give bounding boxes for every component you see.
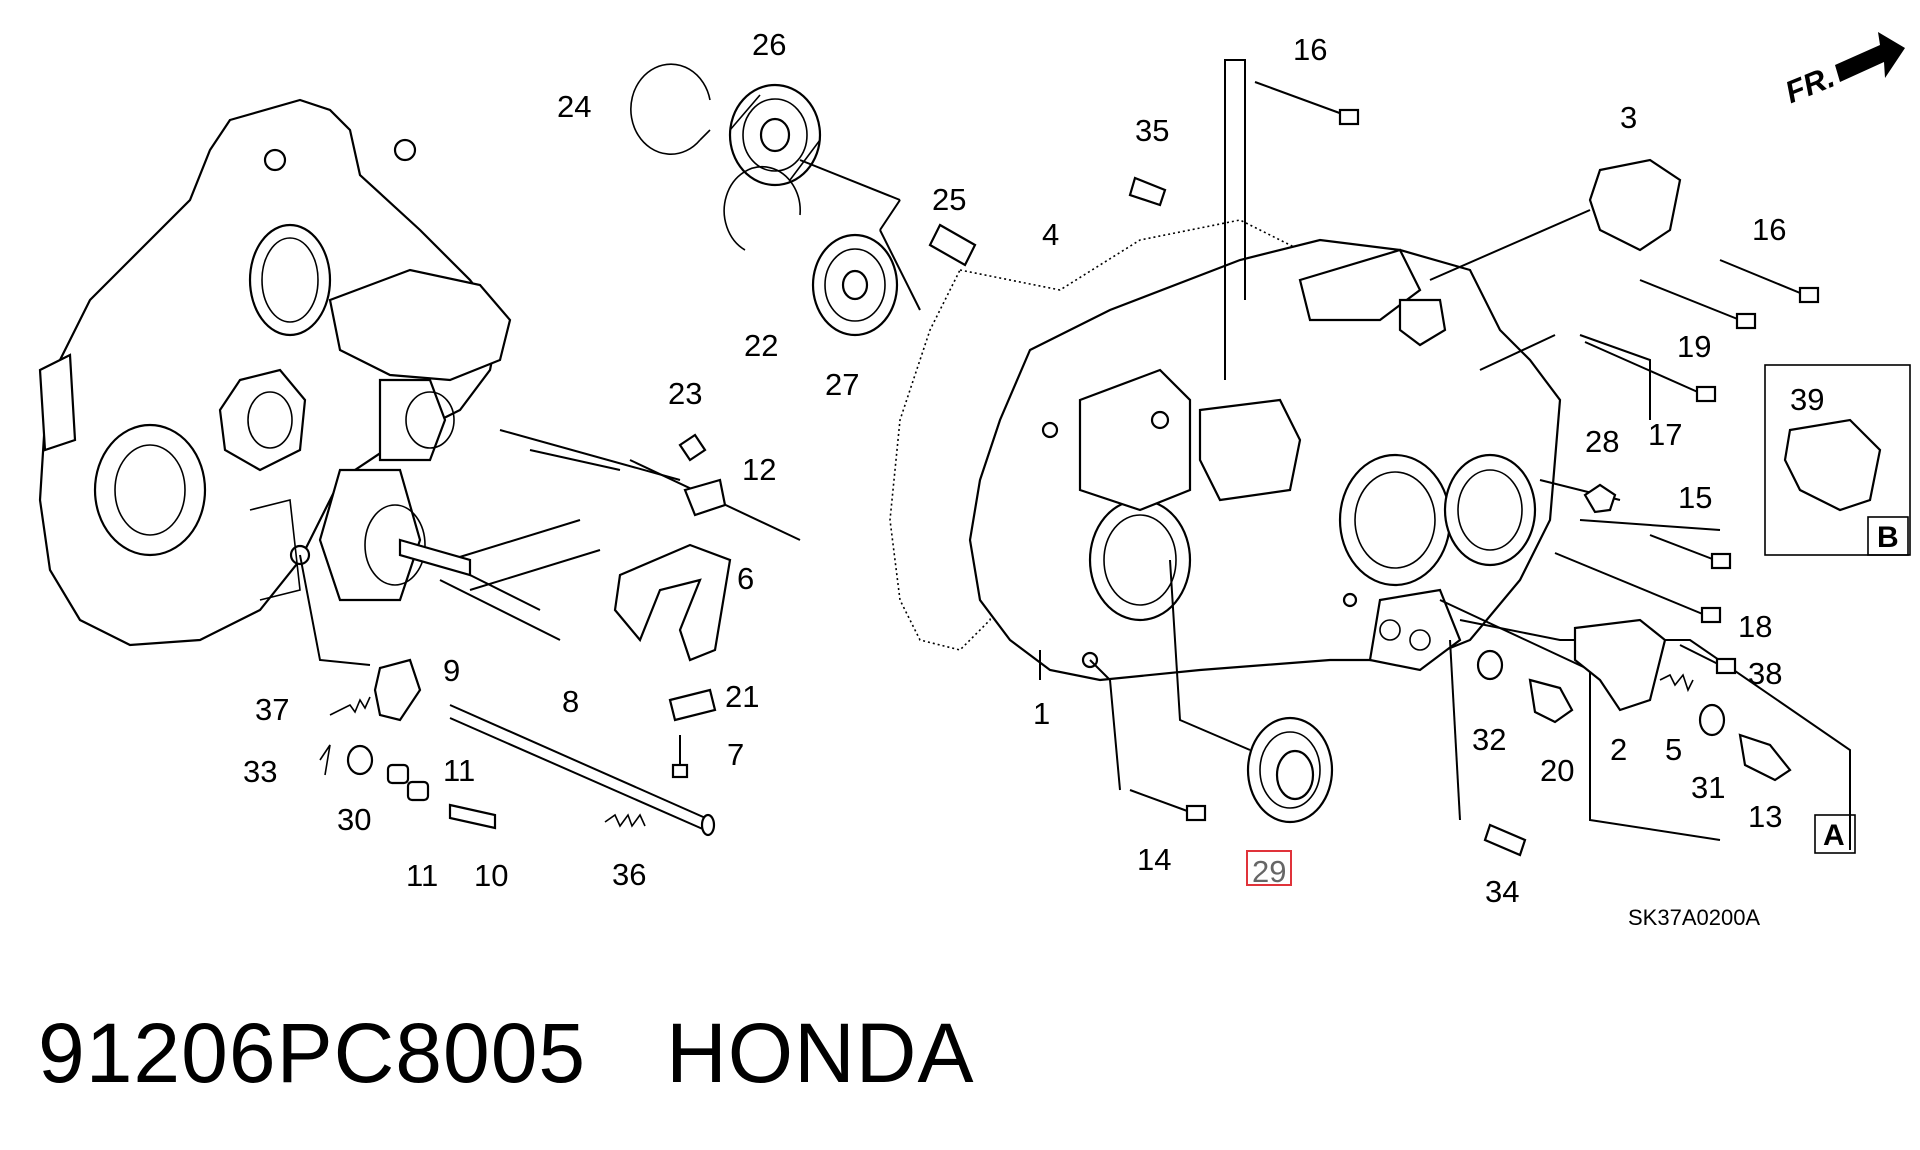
bracket-3 xyxy=(1588,158,1682,252)
callout-21: 21 xyxy=(725,679,759,714)
oil-seal-29 xyxy=(1246,716,1334,824)
spring-36 xyxy=(604,813,646,828)
callout-9: 9 xyxy=(443,653,460,688)
callout-27: 27 xyxy=(825,367,859,402)
callout-16-right: 16 xyxy=(1752,212,1786,247)
callout-6: 6 xyxy=(737,561,754,596)
callout-8: 8 xyxy=(562,684,579,719)
inset-box-b xyxy=(1764,364,1911,556)
inset-label-a: A xyxy=(1823,819,1845,852)
inset-label-b: B xyxy=(1877,521,1899,554)
leader-lines xyxy=(299,59,1851,850)
callout-35: 35 xyxy=(1135,113,1169,148)
callout-20: 20 xyxy=(1540,753,1574,788)
bolt-16-right xyxy=(1719,259,1820,304)
snap-ring-24 xyxy=(630,63,711,155)
shift-shafts xyxy=(398,429,681,641)
front-arrow-icon xyxy=(1835,32,1905,82)
shift-rod-12 xyxy=(629,459,801,541)
brand-name: HONDA xyxy=(666,1006,975,1100)
bolt-15 xyxy=(1649,534,1732,570)
callout-29-highlighted: 29 xyxy=(1252,854,1286,889)
callout-38: 38 xyxy=(1748,656,1782,691)
part-caption: 91206PC8005 HONDA xyxy=(38,1005,975,1115)
callout-5: 5 xyxy=(1665,732,1682,767)
bearing-26 xyxy=(728,83,822,187)
callout-24: 24 xyxy=(557,89,591,124)
callout-37: 37 xyxy=(255,692,289,727)
callout-11-a: 11 xyxy=(443,753,475,788)
inset-tag-b xyxy=(1867,516,1909,556)
callout-31: 31 xyxy=(1691,770,1725,805)
plug-20 xyxy=(1528,678,1574,724)
dowel-pin-25 xyxy=(928,223,977,267)
clip-21 xyxy=(668,688,717,722)
highlight-box-29 xyxy=(1246,850,1292,886)
callout-1: 1 xyxy=(1033,696,1050,731)
snap-ring-22 xyxy=(723,166,801,251)
callout-33: 33 xyxy=(243,754,277,789)
clutch-housing xyxy=(38,98,512,647)
dowel-35 xyxy=(1128,176,1167,207)
pin-33 xyxy=(319,744,331,776)
callout-26: 26 xyxy=(752,27,786,62)
callout-17: 17 xyxy=(1648,417,1682,452)
washer-31 xyxy=(1698,703,1726,737)
bolt-14 xyxy=(1129,789,1207,822)
callout-10: 10 xyxy=(474,858,508,893)
bolt-19 xyxy=(1639,279,1757,330)
callout-15: 15 xyxy=(1678,480,1712,515)
callout-36: 36 xyxy=(612,857,646,892)
callout-23: 23 xyxy=(668,376,702,411)
bolt-7 xyxy=(671,735,689,779)
callout-39: 39 xyxy=(1790,382,1824,417)
callout-28: 28 xyxy=(1585,424,1619,459)
drawing-code: SK37A0200A xyxy=(1628,905,1760,930)
callout-11-b: 11 xyxy=(406,858,438,893)
interlock-9 xyxy=(373,658,422,722)
bolt-17 xyxy=(1584,341,1717,403)
callout-4: 4 xyxy=(1042,217,1059,252)
spring-5 xyxy=(1659,673,1694,693)
nut-23 xyxy=(678,433,707,462)
holder-39 xyxy=(1783,418,1882,512)
part-number: 91206PC8005 xyxy=(38,1006,587,1100)
callout-19: 19 xyxy=(1677,329,1711,364)
pin-10 xyxy=(448,803,497,830)
bushing-11-a xyxy=(386,763,410,785)
bushing-11-b xyxy=(406,780,430,802)
nut-28 xyxy=(1583,483,1617,514)
callout-13: 13 xyxy=(1748,799,1782,834)
bolt-18 xyxy=(1554,552,1722,624)
callout-25: 25 xyxy=(932,182,966,217)
switch-13 xyxy=(1738,733,1792,782)
bolt-16-top xyxy=(1254,81,1360,126)
shift-shaft-8 xyxy=(449,704,716,837)
holder-2 xyxy=(1573,618,1667,712)
callout-12: 12 xyxy=(742,452,776,487)
callout-30: 30 xyxy=(337,802,371,837)
callout-34: 34 xyxy=(1485,874,1519,909)
callout-18: 18 xyxy=(1738,609,1772,644)
bolt-38 xyxy=(1679,644,1737,675)
transmission-case xyxy=(968,238,1562,682)
callout-14: 14 xyxy=(1137,842,1171,877)
callout-32: 32 xyxy=(1472,722,1506,757)
bearing-27 xyxy=(811,233,899,337)
callout-labels: 1 2 3 4 5 6 7 8 9 10 11 11 12 13 14 15 1… xyxy=(243,27,1899,930)
dowel-34 xyxy=(1483,823,1527,857)
callout-3: 3 xyxy=(1620,100,1637,135)
spring-37 xyxy=(329,696,371,716)
callout-2: 2 xyxy=(1610,732,1627,767)
direction-label: FR. xyxy=(1780,59,1839,110)
shift-fork-6 xyxy=(613,543,732,662)
washer-32 xyxy=(1476,649,1504,681)
inset-tag-a xyxy=(1814,814,1856,854)
callout-7: 7 xyxy=(727,737,744,772)
washer-30 xyxy=(346,744,374,776)
callout-16-top: 16 xyxy=(1293,32,1327,67)
callout-22: 22 xyxy=(744,328,778,363)
